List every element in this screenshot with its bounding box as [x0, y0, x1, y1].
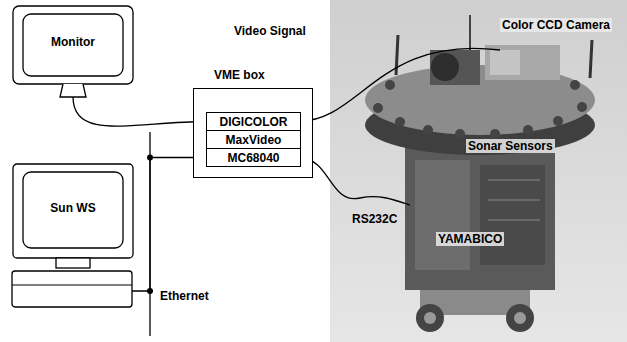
node-label: DIGICOLOR [220, 115, 288, 129]
annotation-label: Color CCD Camera [500, 18, 612, 32]
computer-icon: Monitor [8, 5, 138, 100]
box-heading: VME box [214, 68, 265, 82]
computer-icon: Sun WS [8, 163, 138, 313]
cable-line [73, 97, 206, 126]
annotation-label: Video Signal [232, 24, 308, 38]
vme-box: VME boxDIGICOLORMaxVideoMC68040 [193, 88, 313, 178]
sun-outline [8, 163, 138, 313]
monitor-outline [8, 5, 138, 100]
annotation-label: Sonar Sensors [466, 139, 555, 153]
node-label: MaxVideo [226, 133, 282, 147]
annotation-label: YAMABICO [436, 232, 504, 246]
board-box: MaxVideo [206, 130, 301, 149]
node-label: MC68040 [227, 151, 279, 165]
node-label: Monitor [8, 35, 138, 49]
board-box: MC68040 [206, 148, 301, 167]
board-box: DIGICOLOR [206, 112, 301, 131]
video-signal-wire [300, 48, 500, 121]
annotation-label: Ethernet [158, 289, 211, 303]
node-label: Sun WS [8, 201, 138, 215]
annotation-label: RS232C [350, 212, 399, 226]
rs232c-wire [300, 158, 410, 205]
